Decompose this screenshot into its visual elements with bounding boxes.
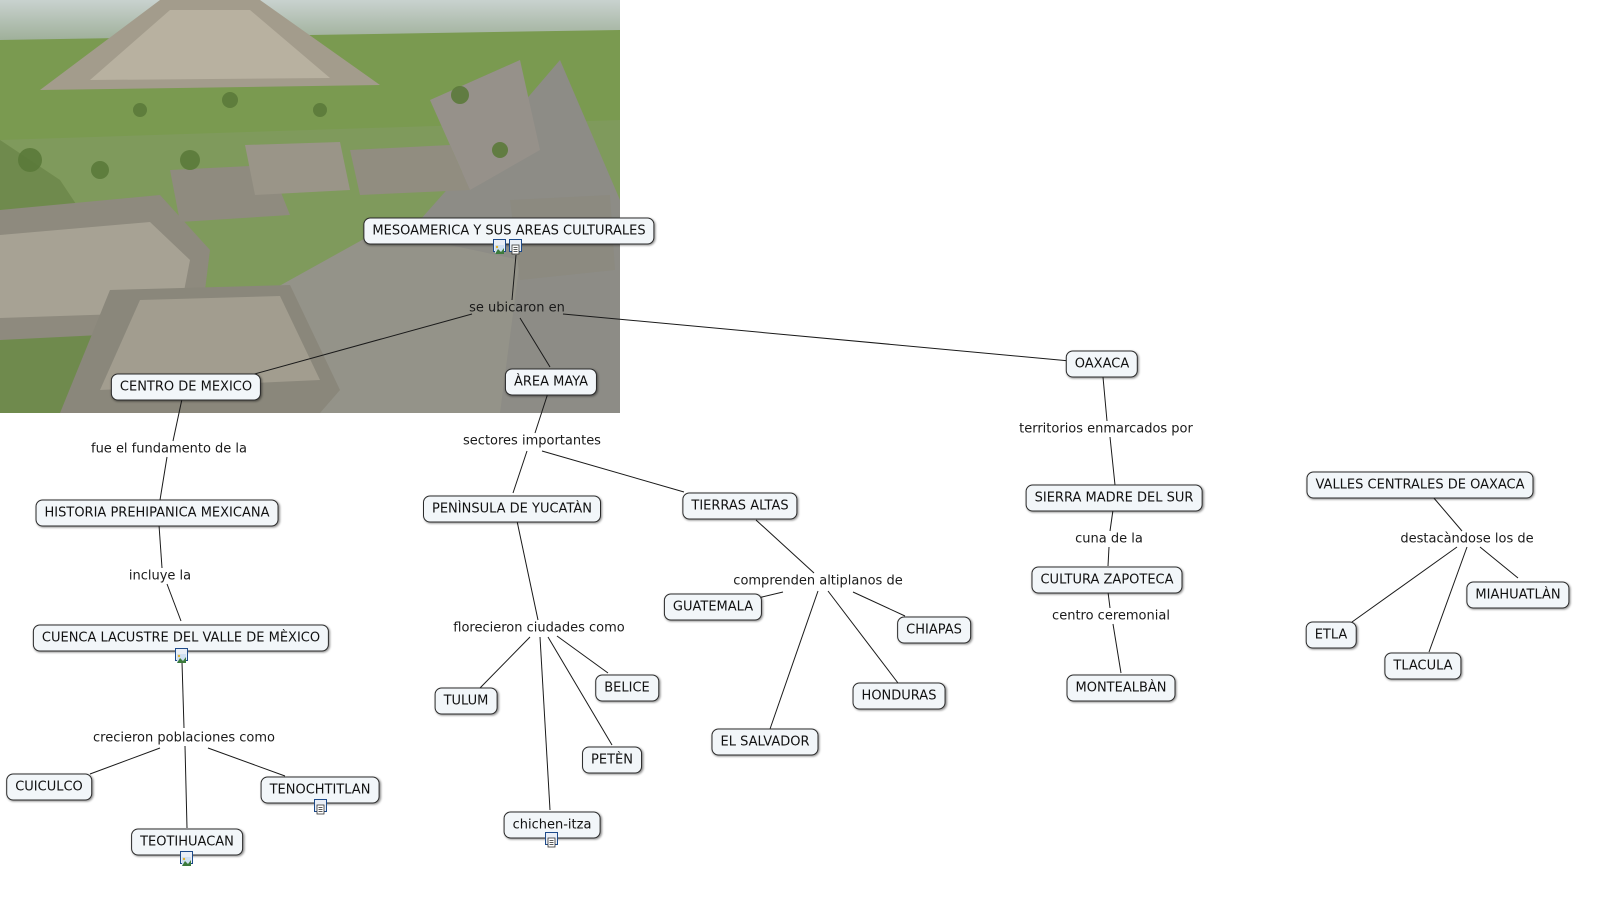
link-cuna: cuna de la (1075, 531, 1143, 547)
concept-cuenca[interactable]: CUENCA LACUSTRE DEL VALLE DE MÈXICO (32, 624, 330, 652)
image-resource-icon[interactable] (180, 851, 193, 866)
concept-oaxaca[interactable]: OAXACA (1065, 350, 1139, 378)
document-resource-icon[interactable] (314, 799, 327, 815)
concept-cultura-zapoteca[interactable]: CULTURA ZAPOTECA (1031, 566, 1183, 594)
concept-etla[interactable]: ETLA (1305, 621, 1357, 649)
concept-sierra-madre[interactable]: SIERRA MADRE DEL SUR (1025, 484, 1203, 512)
concept-centro-de-mexico[interactable]: CENTRO DE MEXICO (110, 373, 262, 401)
concept-area-maya[interactable]: ÀREA MAYA (504, 368, 598, 396)
link-comprenden: comprenden altiplanos de (733, 573, 903, 589)
concept-montealban[interactable]: MONTEALBÀN (1066, 674, 1176, 702)
link-destacandose: destacàndose los de (1400, 531, 1534, 547)
concept-peten[interactable]: PETÈN (582, 746, 642, 774)
image-resource-icon[interactable] (175, 648, 188, 663)
concept-chiapas[interactable]: CHIAPAS (897, 616, 971, 644)
link-sectores: sectores importantes (463, 433, 601, 449)
document-resource-icon[interactable] (545, 832, 558, 848)
concept-guatemala[interactable]: GUATEMALA (663, 593, 763, 621)
concept-cuiculco[interactable]: CUICULCO (6, 773, 92, 801)
link-territorios: territorios enmarcados por (1019, 421, 1193, 437)
concept-historia[interactable]: HISTORIA PREHIPANICA MEXICANA (35, 499, 279, 527)
concept-tlacula[interactable]: TLACULA (1384, 652, 1462, 680)
concept-miahuatlan[interactable]: MIAHUATLÀN (1466, 581, 1570, 609)
document-resource-icon[interactable] (509, 239, 522, 255)
concept-honduras[interactable]: HONDURAS (852, 682, 946, 710)
concept-tierras-altas[interactable]: TIERRAS ALTAS (682, 492, 798, 520)
concept-el-salvador[interactable]: EL SALVADOR (711, 728, 819, 756)
link-florecieron: florecieron ciudades como (453, 620, 625, 636)
concept-teotihuacan[interactable]: TEOTIHUACAN (131, 828, 243, 856)
concept-tulum[interactable]: TULUM (434, 687, 498, 715)
image-resource-icon[interactable] (493, 239, 506, 254)
link-incluye: incluye la (128, 568, 192, 584)
concept-belice[interactable]: BELICE (595, 674, 659, 702)
concept-peninsula-yucatan[interactable]: PENÌNSULA DE YUCATÀN (423, 495, 601, 523)
link-crecieron: crecieron poblaciones como (93, 730, 275, 746)
concept-mesoamerica[interactable]: MESOAMERICA Y SUS AREAS CULTURALES (363, 217, 655, 245)
concept-valles-centrales[interactable]: VALLES CENTRALES DE OAXACA (1306, 471, 1534, 499)
concept-chichen-itza[interactable]: chichen-itza (503, 811, 601, 839)
link-fue-fundamento: fue el fundamento de la (90, 441, 248, 457)
pyramid-photo (0, 0, 620, 413)
link-centro-ceremonial: centro ceremonial (1052, 608, 1170, 624)
link-se-ubicaron: se ubicaron en (469, 300, 565, 316)
